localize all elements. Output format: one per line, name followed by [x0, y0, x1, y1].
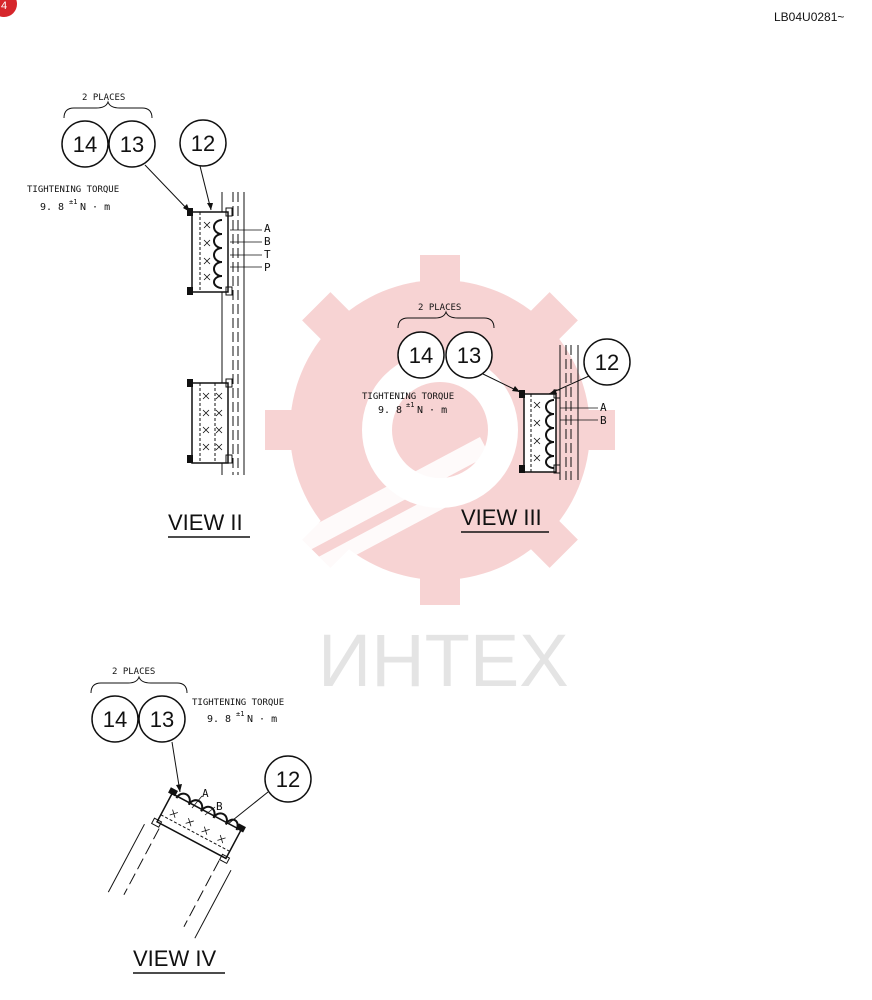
torque-tolerance: ±1: [69, 198, 77, 206]
valve-block-upper: [187, 207, 233, 296]
leader-line: [171, 741, 181, 793]
callout-13-label: 13: [457, 343, 481, 368]
reference-code: LB04U0281~: [774, 10, 844, 24]
callout-13: 13: [138, 695, 186, 743]
callout-13-label: 13: [150, 707, 174, 732]
torque-label: TIGHTENING TORQUE: [27, 185, 119, 195]
callout-12-label: 12: [595, 350, 619, 375]
callout-14: 14: [91, 695, 139, 743]
torque-value: 9. 8: [207, 714, 231, 725]
torque-label: TIGHTENING TORQUE: [192, 698, 284, 708]
view-title: VIEW III: [461, 505, 542, 530]
torque-label: TIGHTENING TORQUE: [362, 392, 454, 402]
leader-arrow: [207, 203, 213, 210]
callout-14-label: 14: [103, 707, 127, 732]
port-label-a: A: [600, 401, 607, 414]
port-label-b: B: [600, 414, 607, 427]
port-label-a: A: [264, 222, 271, 235]
view-iii: 2 PLACES 14 13 12 TIGHTENING TORQUE 9. 8…: [362, 303, 631, 533]
valve-block-lower: [187, 378, 233, 464]
view-title: VIEW IV: [133, 946, 216, 971]
places-label: 2 PLACES: [112, 667, 155, 677]
port-label-p: P: [264, 261, 271, 274]
port-leaders: [191, 795, 216, 816]
callout-12: 12: [264, 755, 312, 803]
valve-block: [519, 389, 561, 474]
valve-block: [107, 787, 246, 939]
callout-13: 13: [108, 120, 156, 168]
torque-unit: N · m: [417, 405, 447, 416]
corner-badge-label: 4: [1, 0, 7, 12]
places-bracket: [90, 675, 188, 694]
port-label-t: T: [264, 248, 271, 261]
view-ii: 2 PLACES 14 13 12 TIGHTENING TORQUE 9. 8…: [27, 93, 271, 538]
places-bracket: [63, 100, 153, 119]
corner-badge: 4: [0, 0, 17, 17]
callout-13: 13: [445, 331, 493, 379]
callout-12-label: 12: [276, 767, 300, 792]
callout-14-label: 14: [409, 343, 433, 368]
places-label: 2 PLACES: [418, 303, 461, 313]
port-label-a: A: [202, 787, 209, 800]
torque-unit: N · m: [80, 202, 110, 213]
torque-tolerance: ±1: [406, 401, 414, 409]
callout-12: 12: [179, 119, 227, 167]
watermark-gear-icon: [265, 255, 615, 605]
port-leaders: [230, 229, 262, 268]
torque-value: 9. 8: [378, 405, 402, 416]
torque-value: 9. 8: [40, 202, 64, 213]
leader-line: [144, 164, 191, 213]
callout-12: 12: [583, 338, 631, 386]
places-bracket: [397, 310, 495, 329]
leader-arrow: [512, 386, 520, 392]
port-label-b: B: [264, 235, 271, 248]
callout-14: 14: [397, 331, 445, 379]
view-iv: 2 PLACES 14 13 12 TIGHTENING TORQUE 9. 8…: [90, 667, 312, 974]
callout-14: 14: [61, 120, 109, 168]
places-label: 2 PLACES: [82, 93, 125, 103]
callout-13-label: 13: [120, 132, 144, 157]
callout-14-label: 14: [73, 132, 97, 157]
port-label-b: B: [216, 800, 223, 813]
watermark-text: ИHTEX: [318, 619, 569, 702]
view-title: VIEW II: [168, 510, 243, 535]
port-leaders: [560, 407, 598, 421]
leader-line: [199, 165, 212, 211]
shaft-lines: [559, 345, 579, 480]
torque-unit: N · m: [247, 714, 277, 725]
callout-12-label: 12: [191, 131, 215, 156]
leader-arrow: [176, 784, 182, 792]
torque-tolerance: ±1: [236, 710, 244, 718]
